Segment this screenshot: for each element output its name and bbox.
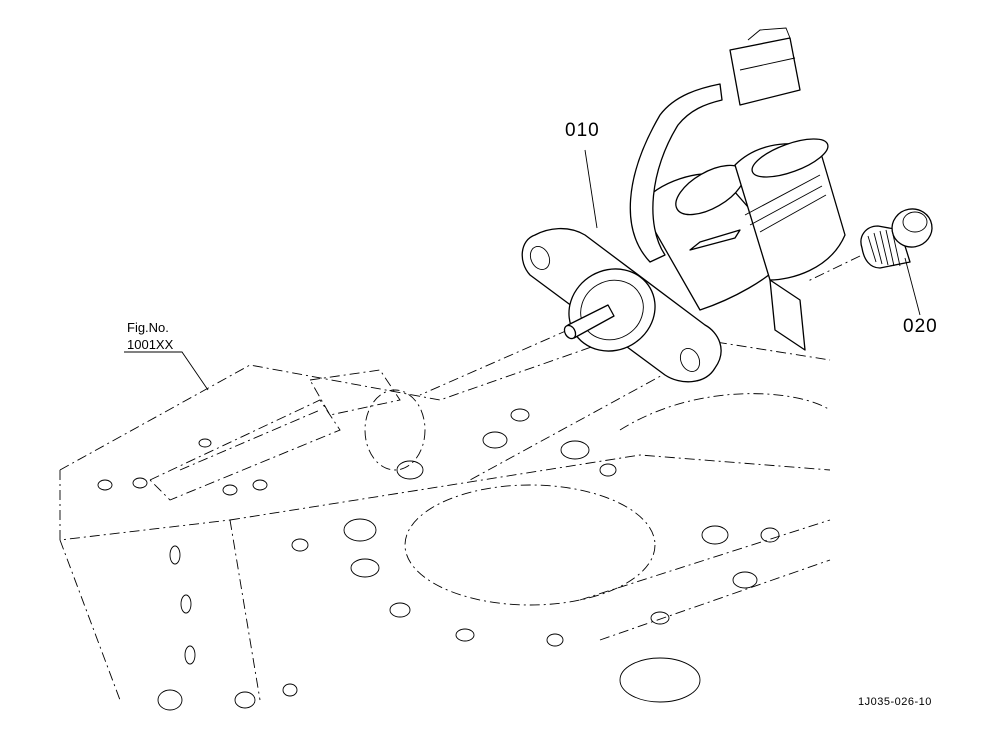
callout-leaders bbox=[584, 149, 921, 316]
engine-head bbox=[59, 329, 831, 701]
callout-020: 020 bbox=[903, 316, 938, 337]
stop-solenoid bbox=[521, 138, 846, 383]
fig-ref-number: 1001XX bbox=[127, 337, 174, 352]
wiring-harness bbox=[629, 27, 801, 263]
bolt-020 bbox=[860, 208, 933, 269]
fig-ref-label: Fig.No. bbox=[127, 320, 169, 335]
callout-010: 010 bbox=[565, 120, 600, 141]
axis-lines bbox=[419, 255, 861, 481]
fig-ref-leader bbox=[124, 351, 209, 391]
head-holes bbox=[97, 408, 780, 711]
drawing-code: 1J035-026-10 bbox=[858, 696, 932, 708]
